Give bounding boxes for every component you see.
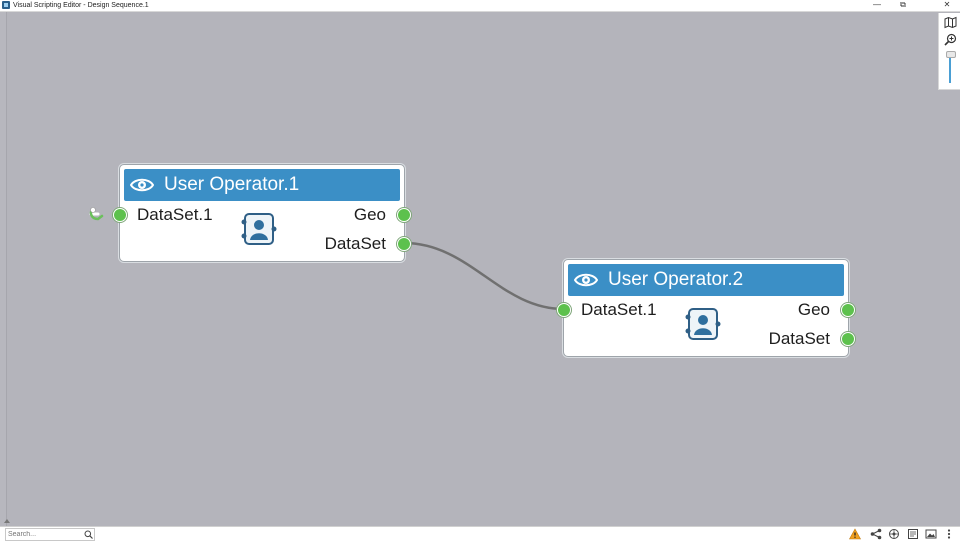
title-bar: Visual Scripting Editor - Design Sequenc… bbox=[0, 0, 960, 12]
search-icon[interactable] bbox=[84, 530, 93, 539]
image-icon[interactable] bbox=[925, 528, 937, 540]
input-port[interactable] bbox=[114, 209, 126, 221]
close-button[interactable]: ✕ bbox=[943, 0, 951, 9]
collapse-arrow-icon[interactable] bbox=[4, 519, 10, 523]
node-header[interactable]: User Operator.2 bbox=[568, 264, 844, 296]
share-icon[interactable] bbox=[870, 528, 882, 540]
canvas-left-edge bbox=[0, 12, 7, 526]
output-port-label-dataset: DataSet bbox=[768, 329, 830, 348]
status-bar bbox=[0, 526, 960, 541]
zoom-slider-thumb[interactable] bbox=[946, 51, 956, 58]
input-connector-icon[interactable] bbox=[88, 204, 108, 224]
input-port-label: DataSet.1 bbox=[137, 205, 213, 224]
output-port-label-geo: Geo bbox=[353, 205, 386, 224]
map-icon[interactable] bbox=[944, 16, 957, 29]
zoom-icon[interactable] bbox=[944, 33, 957, 46]
user-operator-icon bbox=[241, 213, 277, 245]
window-title: Visual Scripting Editor - Design Sequenc… bbox=[13, 2, 149, 9]
output-port-dataset[interactable] bbox=[398, 238, 410, 250]
input-port-label: DataSet.1 bbox=[581, 300, 657, 319]
eye-icon[interactable] bbox=[574, 272, 598, 288]
zoom-slider-track[interactable] bbox=[949, 55, 951, 83]
eye-icon[interactable] bbox=[130, 177, 154, 193]
restore-button[interactable]: ⧉ bbox=[900, 0, 906, 9]
input-port[interactable] bbox=[558, 304, 570, 316]
node-title: User Operator.1 bbox=[164, 174, 300, 195]
output-port-geo[interactable] bbox=[842, 304, 854, 316]
search-input[interactable] bbox=[8, 529, 78, 540]
output-port-geo[interactable] bbox=[398, 209, 410, 221]
more-icon[interactable] bbox=[943, 528, 955, 540]
output-port-dataset[interactable] bbox=[842, 333, 854, 345]
user-operator-icon bbox=[685, 308, 721, 340]
output-port-label-dataset: DataSet bbox=[324, 234, 386, 253]
warning-icon[interactable] bbox=[849, 528, 861, 540]
output-port-label-geo: Geo bbox=[797, 300, 830, 319]
minimize-button[interactable]: — bbox=[873, 0, 881, 9]
node-header[interactable]: User Operator.1 bbox=[124, 169, 400, 201]
node-title: User Operator.2 bbox=[608, 269, 744, 290]
node-user-operator-1[interactable]: User Operator.1 DataSet.1 Geo DataSet bbox=[114, 164, 410, 262]
search-box[interactable] bbox=[5, 528, 95, 541]
node-user-operator-2[interactable]: User Operator.2 DataSet.1 Geo DataSet bbox=[558, 259, 854, 357]
navigation-panel bbox=[938, 13, 960, 90]
document-icon[interactable] bbox=[907, 528, 919, 540]
app-icon bbox=[2, 1, 10, 9]
network-icon[interactable] bbox=[888, 528, 900, 540]
